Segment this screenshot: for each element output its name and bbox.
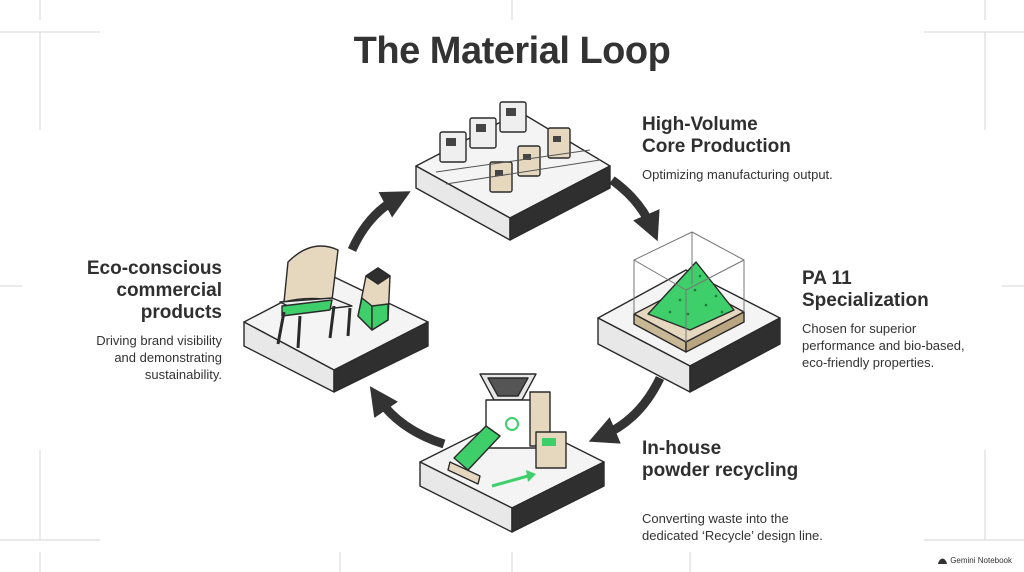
stage-left-title-line2: commercial (116, 280, 222, 301)
stage-right-description-line2: performance and bio-based, (802, 338, 965, 353)
stage-right-title-line2: Specialization (802, 290, 929, 311)
stage-left-title-line3: products (140, 302, 222, 323)
stage-bottom-title-line1: In-house (642, 438, 722, 459)
notebook-logo-icon (938, 558, 948, 564)
page-title: The Material Loop (353, 30, 671, 72)
stage-right-label: PA 11 Specialization Chosen for superior… (802, 268, 1002, 371)
arrow-left-to-top (347, 191, 411, 252)
powder-pile-icon (597, 231, 781, 393)
stage-right-title: PA 11 Specialization (802, 268, 1002, 312)
stage-left-description-line2: and demonstrating (114, 350, 222, 365)
stage-left-title-line1: Eco-conscious (86, 258, 222, 279)
stage-top-label: High-Volume Core Production Optimizing m… (642, 114, 902, 183)
stage-right-title-line1: PA 11 (802, 268, 852, 289)
factory-machines-icon (415, 101, 611, 241)
stage-left-description-line1: Driving brand visibility (96, 333, 222, 348)
arrow-right-to-bottom (588, 376, 665, 444)
watermark: Gemini Notebook (938, 556, 1012, 565)
loop-arrows (347, 176, 665, 449)
stage-bottom-description-line1: Converting waste into the (642, 511, 789, 526)
stage-top-title: High-Volume Core Production (642, 114, 902, 158)
stage-top-description: Optimizing manufacturing output. (642, 167, 833, 182)
stage-right-description: Chosen for superior performance and bio-… (802, 320, 1002, 371)
stage-bottom-title: In-house powder recycling (642, 438, 882, 482)
chair-and-vase-icon (243, 245, 429, 393)
arrow-top-to-right (609, 176, 660, 242)
stage-left-title: Eco-conscious commercial products (40, 258, 222, 324)
recycling-machine-icon (419, 373, 605, 533)
arrow-bottom-to-left (369, 386, 446, 449)
stage-left-label: Eco-conscious commercial products Drivin… (40, 258, 222, 383)
stage-right-description-line3: eco-friendly properties. (802, 355, 935, 370)
watermark-text: Gemini Notebook (950, 556, 1012, 565)
stage-bottom-description-line2: dedicated ‘Recycle’ design line. (642, 528, 823, 543)
stage-top-title-line2: Core Production (642, 136, 791, 157)
stage-right-description-line1: Chosen for superior (802, 321, 917, 336)
stage-top-title-line1: High-Volume (642, 114, 758, 135)
stage-bottom-label: In-house powder recycling Converting was… (642, 438, 882, 544)
stage-bottom-description: Converting waste into the dedicated ‘Rec… (642, 510, 882, 544)
stage-left-description: Driving brand visibility and demonstrati… (40, 332, 222, 383)
stage-bottom-title-line2: powder recycling (642, 460, 799, 481)
stage-left-description-line3: sustainability. (144, 367, 222, 382)
